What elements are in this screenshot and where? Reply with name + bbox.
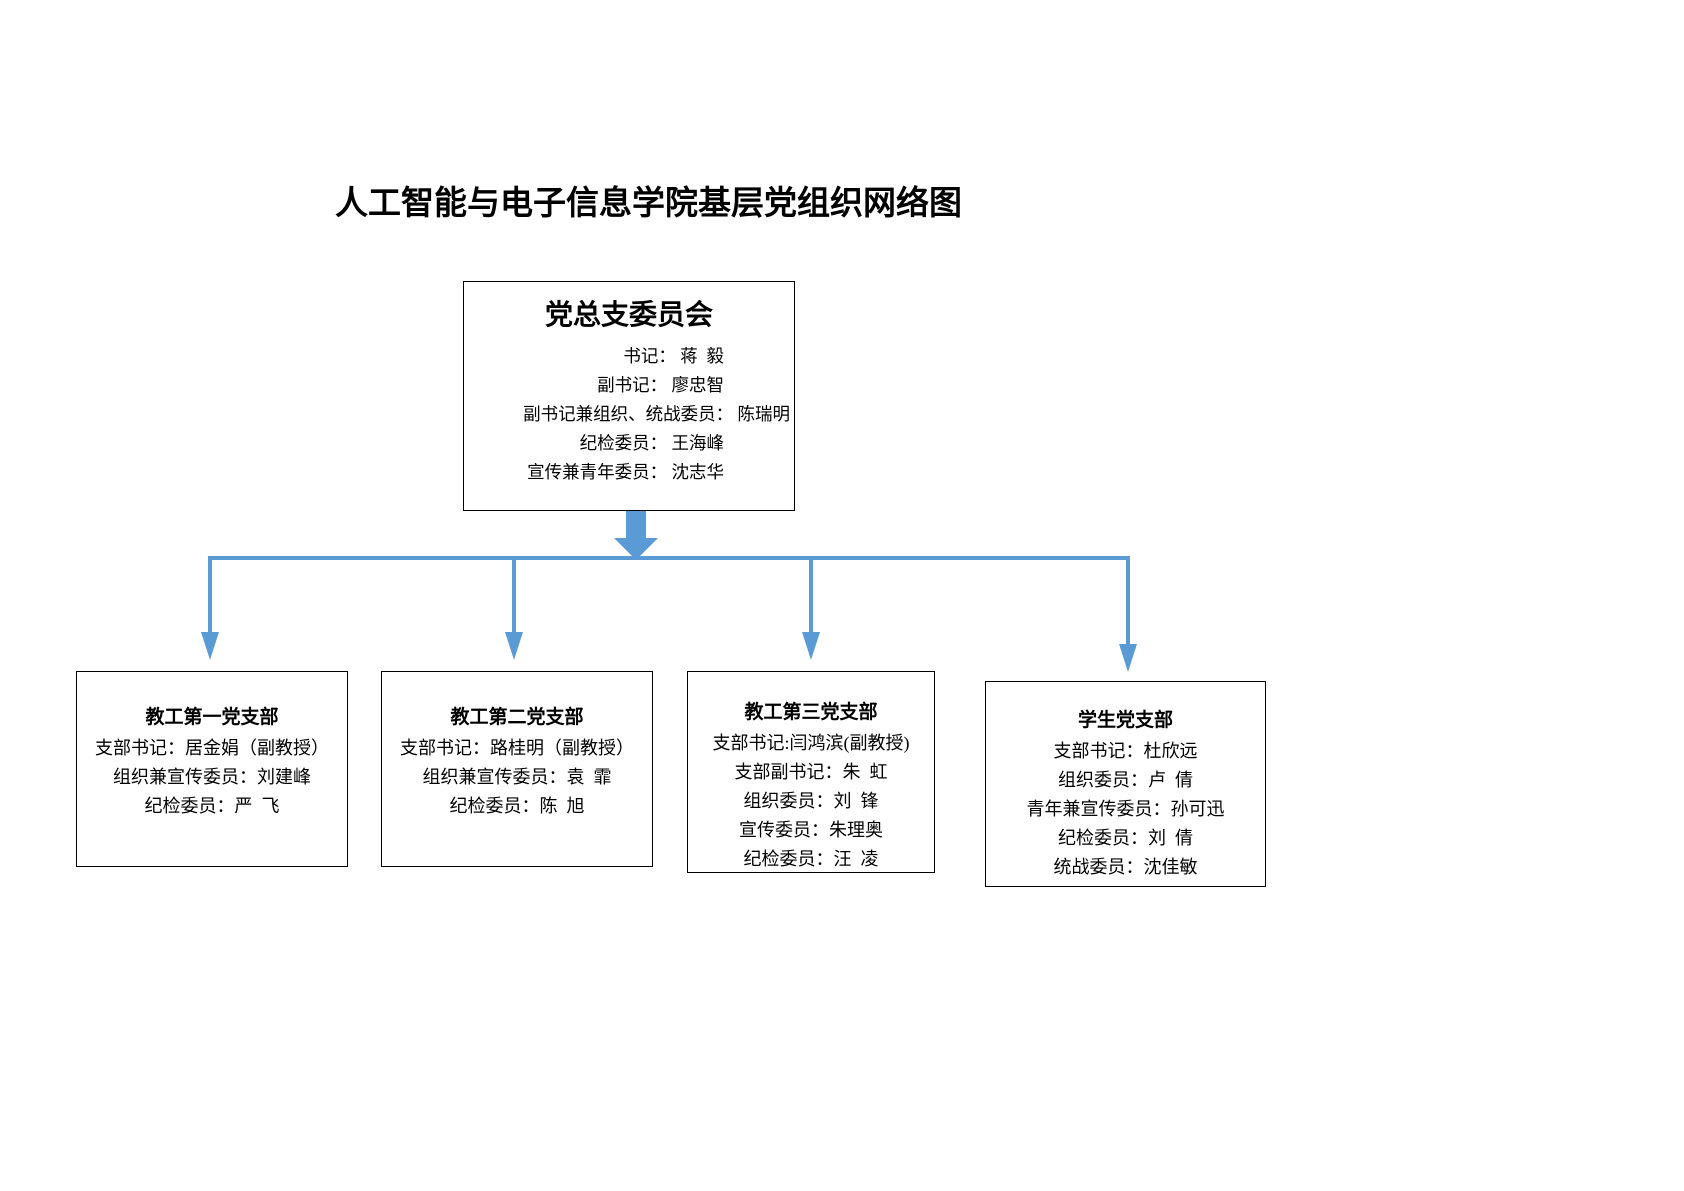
node-line: 支部书记:闫鸿滨(副教授)	[712, 733, 910, 753]
node-line: 纪检委员：汪 凌	[743, 849, 879, 869]
branch-arrow-1	[201, 556, 219, 660]
node-line: 支部书记：杜欣远	[1053, 741, 1198, 761]
node-faculty-branch-2[interactable]: 教工第二党支部 支部书记：路桂明（副教授） 组织兼宣传委员：袁 霏 纪检委员：陈…	[381, 671, 653, 867]
node-title: 教工第三党支部	[744, 702, 878, 723]
page-title: 人工智能与电子信息学院基层党组织网络图	[335, 184, 962, 221]
node-faculty-branch-1[interactable]: 教工第一党支部 支部书记：居金娟（副教授） 组织兼宣传委员：刘建峰 纪检委员：严…	[76, 671, 348, 867]
node-line: 组织兼宣传委员：刘建峰	[113, 767, 311, 787]
node-line: 统战委员：沈佳敏	[1053, 857, 1198, 877]
branch-arrow-2	[505, 556, 523, 660]
node-line: 纪检委员：刘 倩	[1058, 828, 1193, 848]
node-line-secretary: 书记： 蒋 毅	[623, 346, 724, 366]
node-line-deputy-organization-united-front: 副书记兼组织、统战委员： 陈瑞明	[523, 404, 790, 424]
node-title: 教工第二党支部	[450, 707, 584, 728]
node-line: 纪检委员：陈 旭	[449, 796, 585, 816]
node-title: 党总支委员会	[544, 300, 713, 331]
node-line: 青年兼宣传委员：孙可迅	[1026, 799, 1225, 819]
node-line-deputy-secretary: 副书记： 廖忠智	[597, 375, 724, 395]
node-line: 纪检委员：严 飞	[144, 796, 280, 816]
node-line: 支部书记：路桂明（副教授）	[400, 738, 634, 758]
node-faculty-branch-3[interactable]: 教工第三党支部 支部书记:闫鸿滨(副教授) 支部副书记：朱 虹 组织委员：刘 锋…	[687, 671, 935, 873]
node-title: 教工第一党支部	[145, 707, 279, 728]
root-down-arrow	[614, 511, 658, 560]
branch-arrow-3	[802, 556, 820, 660]
branch-arrow-4	[1119, 556, 1137, 672]
node-line: 支部书记：居金娟（副教授）	[95, 738, 329, 758]
horizontal-bus	[210, 556, 1130, 560]
node-party-general-branch-committee[interactable]: 党总支委员会 书记： 蒋 毅 副书记： 廖忠智 副书记兼组织、统战委员： 陈瑞明…	[463, 281, 795, 511]
node-line-propaganda-youth-member: 宣传兼青年委员： 沈志华	[527, 462, 724, 482]
node-title: 学生党支部	[1077, 710, 1173, 731]
node-line: 支部副书记：朱 虹	[734, 762, 888, 782]
node-line-discipline-member: 纪检委员： 王海峰	[579, 433, 724, 453]
node-line: 组织委员：刘 锋	[743, 791, 879, 811]
node-student-branch[interactable]: 学生党支部 支部书记：杜欣远 组织委员：卢 倩 青年兼宣传委员：孙可迅 纪检委员…	[985, 681, 1266, 887]
node-line: 组织委员：卢 倩	[1058, 770, 1193, 790]
node-line: 宣传委员：朱理奥	[739, 820, 883, 840]
node-line: 组织兼宣传委员：袁 霏	[422, 767, 612, 787]
